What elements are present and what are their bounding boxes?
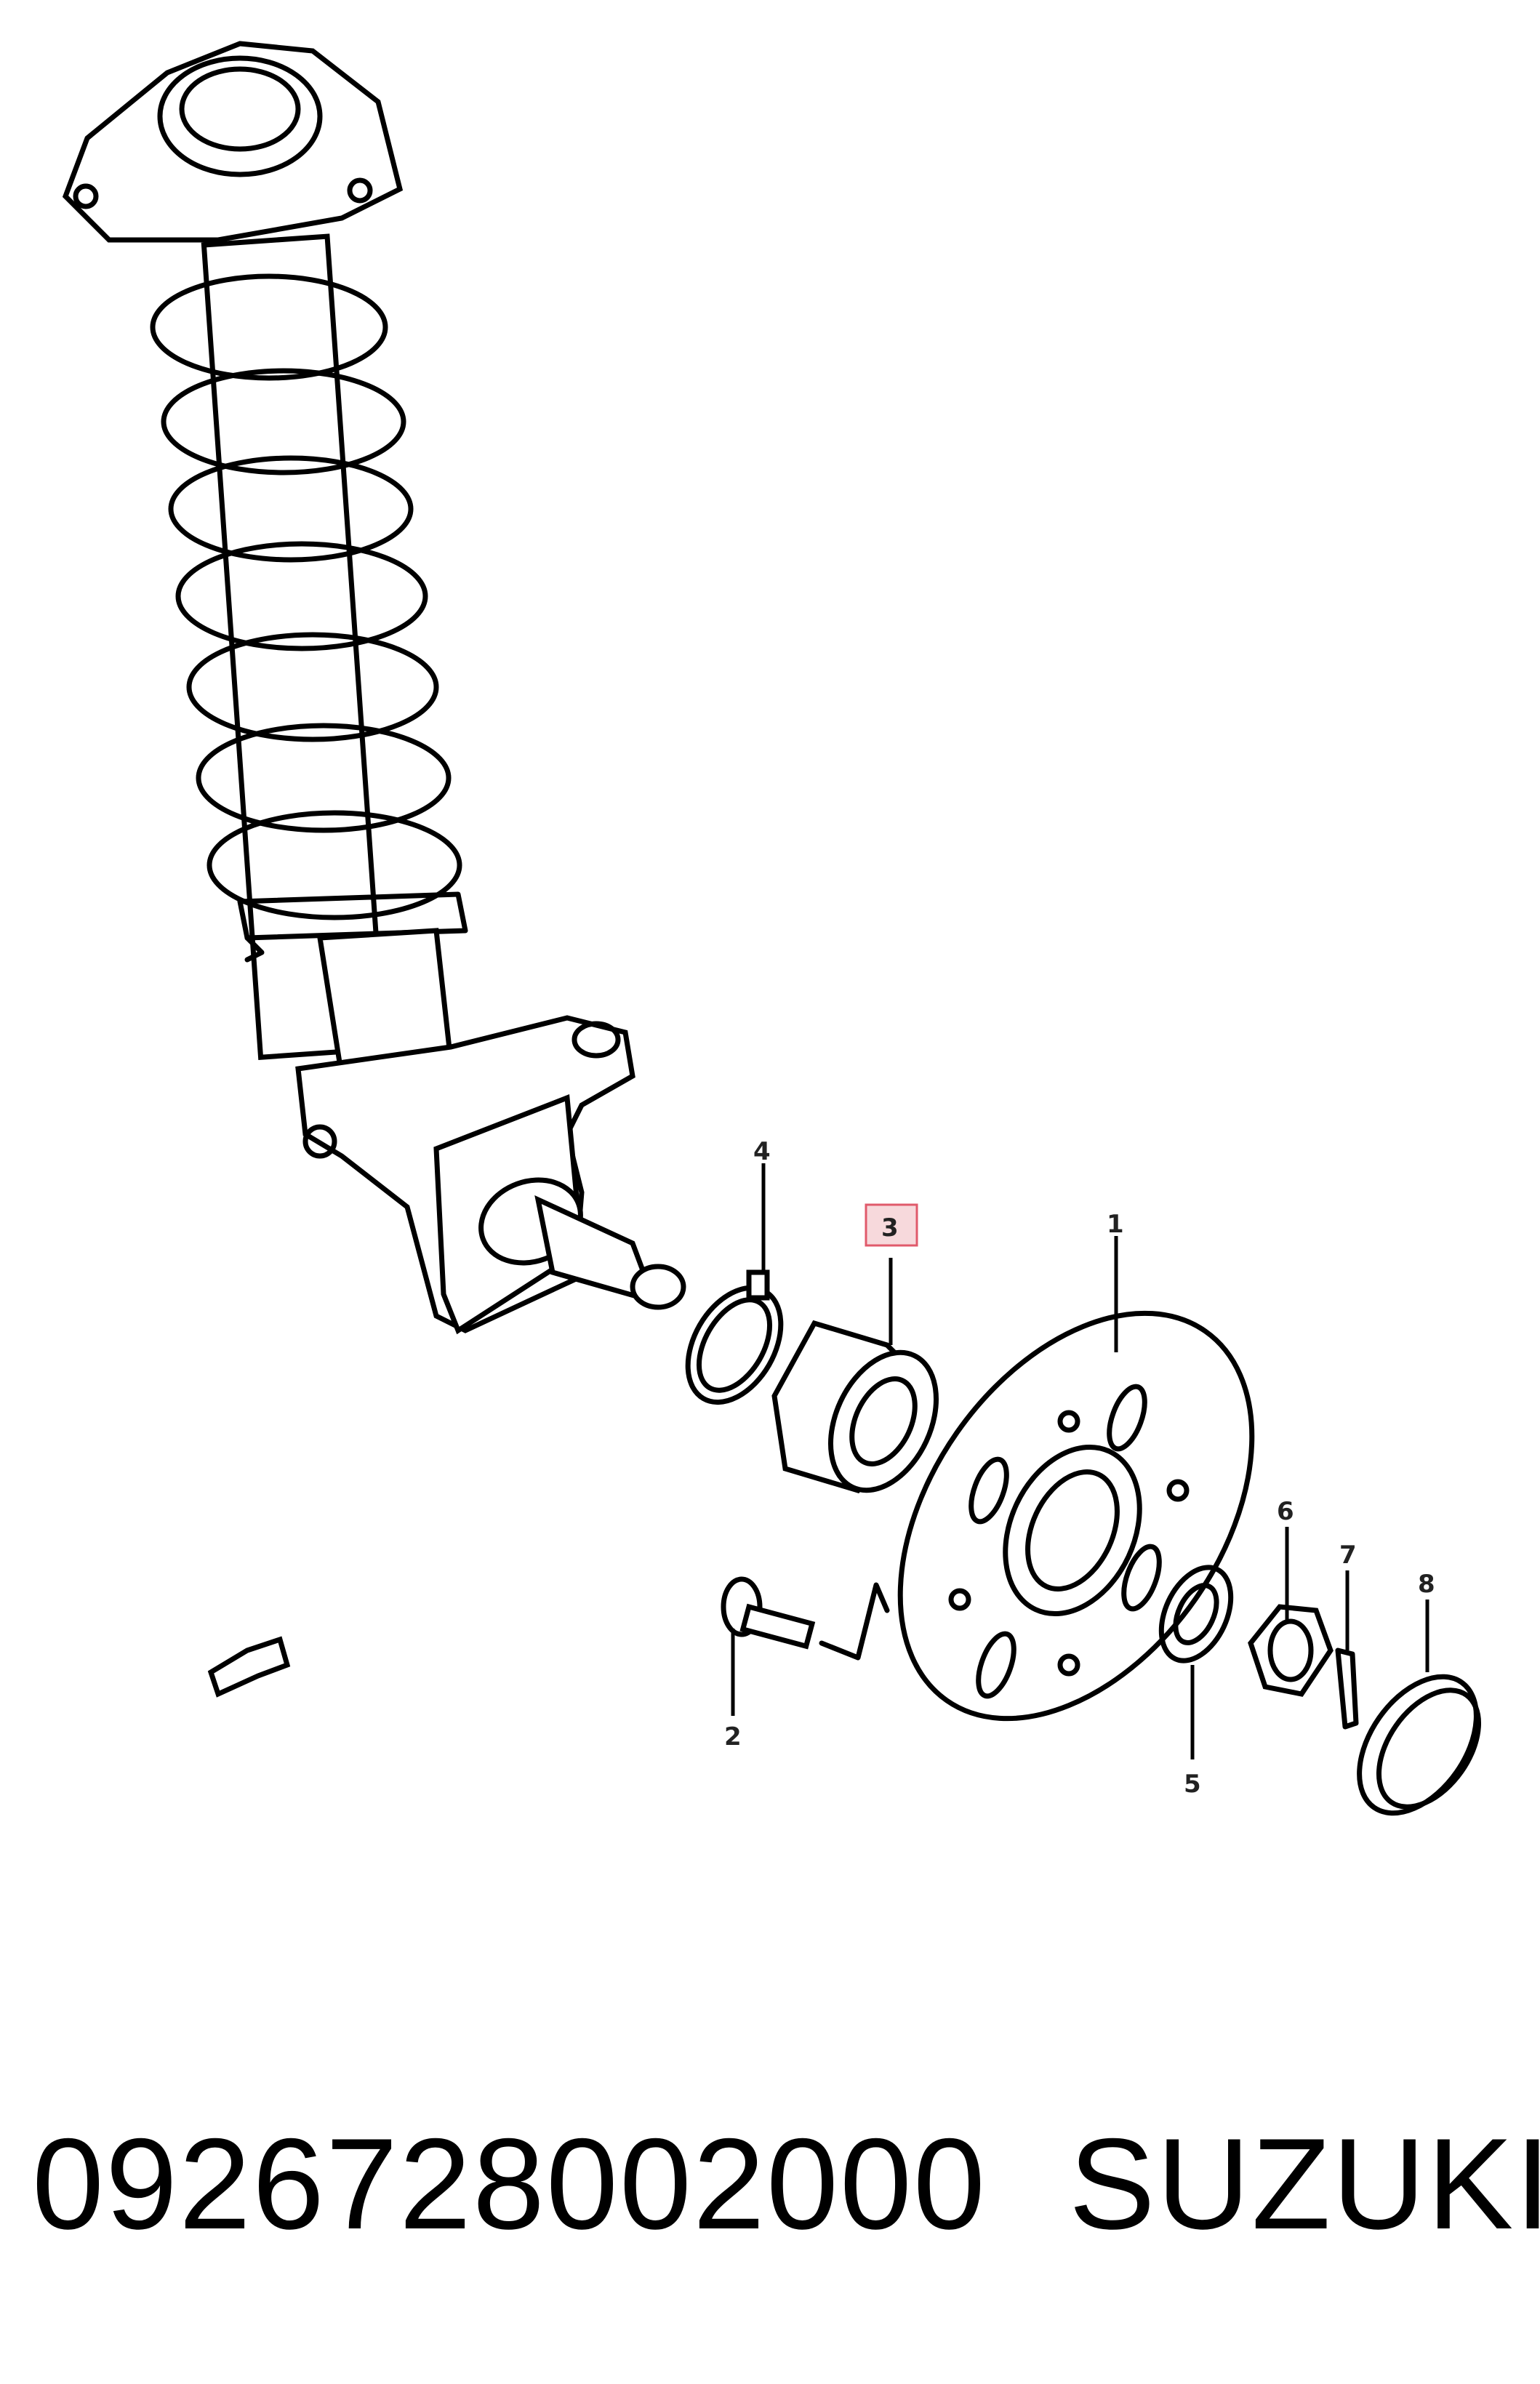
callout-8: 8 xyxy=(1418,1570,1435,1599)
brand-name: SUZUKI xyxy=(1069,2111,1540,2256)
callout-1: 1 xyxy=(1107,1210,1124,1239)
castle-nut xyxy=(1248,1604,1334,1697)
wheel-hub xyxy=(897,1310,1255,1722)
callout-4: 4 xyxy=(753,1137,771,1166)
callout-3-highlight xyxy=(865,1203,918,1247)
washer xyxy=(1158,1565,1234,1663)
callout-6: 6 xyxy=(1277,1497,1294,1526)
footer xyxy=(0,1985,1540,2384)
part-number: 0926728002000 xyxy=(32,2111,987,2256)
coil-spring xyxy=(150,233,468,1060)
leader-lines xyxy=(731,1163,1429,1759)
callout-2: 2 xyxy=(724,1722,742,1751)
exploded-parts-diagram: 4 3 1 2 5 6 7 8 xyxy=(62,41,1482,1816)
front-direction-arrow-icon xyxy=(207,1636,291,1698)
wheel-bearing xyxy=(771,1320,939,1494)
cotter-pin xyxy=(1335,1647,1359,1730)
callout-3: 3 xyxy=(881,1213,899,1243)
callout-5: 5 xyxy=(1184,1770,1201,1799)
strut-top-mount xyxy=(62,41,404,243)
hub-cap xyxy=(1357,1674,1482,1816)
hub-bolt xyxy=(721,1576,890,1661)
steering-knuckle xyxy=(295,1015,686,1335)
callout-7: 7 xyxy=(1339,1541,1357,1570)
snap-ring xyxy=(685,1269,784,1405)
